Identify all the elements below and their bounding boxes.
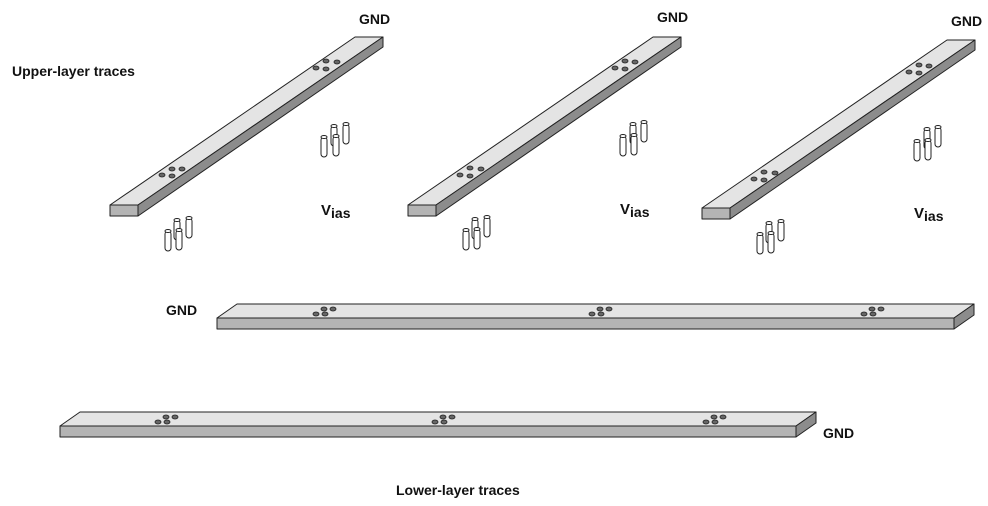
upper-trace-1 bbox=[109, 36, 384, 217]
gnd-label-lower-1: GND bbox=[166, 302, 197, 318]
via-cluster-2-low bbox=[462, 215, 491, 251]
vias-label-1: Vias bbox=[321, 202, 351, 221]
via-pads bbox=[154, 414, 727, 425]
upper-trace-2 bbox=[407, 36, 682, 217]
vias-label-3: Vias bbox=[914, 205, 944, 224]
gnd-label-upper-1: GND bbox=[359, 11, 390, 27]
lower-layer-label: Lower-layer traces bbox=[396, 482, 520, 498]
upper-layer-label: Upper-layer traces bbox=[12, 63, 135, 79]
lower-trace-2 bbox=[59, 411, 817, 438]
gnd-label-upper-2: GND bbox=[657, 9, 688, 25]
via-pads bbox=[158, 58, 341, 179]
gnd-label-lower-2: GND bbox=[823, 425, 854, 441]
via-pads bbox=[312, 306, 885, 317]
via-pads bbox=[456, 58, 639, 179]
upper-trace-3 bbox=[701, 39, 976, 220]
lower-trace-1 bbox=[216, 303, 975, 330]
via-pads bbox=[750, 62, 933, 183]
via-cluster-1-low bbox=[164, 216, 193, 252]
via-cluster-1-high bbox=[320, 122, 350, 158]
gnd-label-upper-3: GND bbox=[951, 13, 982, 29]
via-cluster-3-low bbox=[756, 219, 785, 255]
via-cluster-3-high bbox=[913, 125, 942, 162]
via-cluster-2-high bbox=[619, 120, 648, 157]
vias-label-2: Vias bbox=[620, 201, 650, 220]
